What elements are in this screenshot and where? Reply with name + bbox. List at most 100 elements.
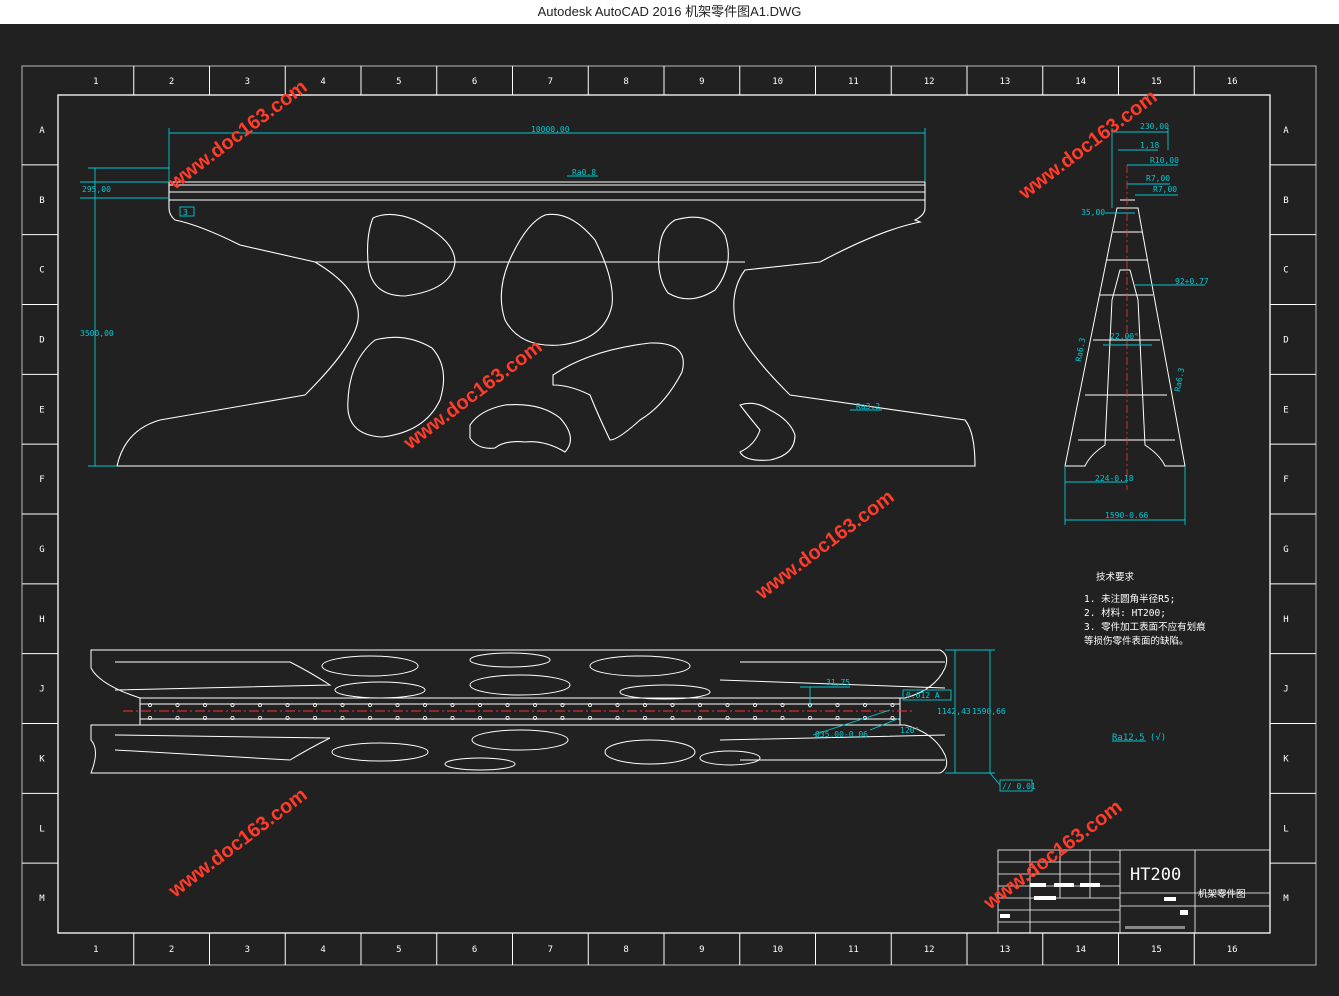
bolt-hole — [753, 703, 758, 708]
tech-line-4: 等损伤零件表面的缺陷。 — [1084, 635, 1189, 647]
column-label: 11 — [848, 77, 859, 87]
side-view-dim-text: 230,00 1,18 R10,00 R7,00 R7,00 35,00 92+… — [1074, 122, 1209, 520]
front-view-dim-text: 10000,00 3500,00 295,00 Ra0.8 Ra3.2 3 — [80, 125, 880, 411]
bolt-hole — [560, 703, 565, 708]
bolt-hole — [202, 716, 207, 721]
tech-heading: 技术要求 — [1096, 571, 1135, 583]
bolt-hole — [698, 703, 703, 708]
bolt-hole — [257, 703, 262, 708]
bolt-hole — [863, 703, 868, 708]
dim-224: 224-0.18 — [1095, 474, 1134, 483]
row-label: E — [1283, 405, 1288, 415]
row-label: A — [1283, 126, 1289, 136]
column-label: 2 — [169, 77, 174, 87]
bolt-hole — [615, 716, 620, 721]
row-label: B — [1283, 196, 1288, 206]
roughness-top: Ra0.8 — [572, 168, 596, 177]
flatness-tolerance: 0.012 A — [906, 691, 940, 700]
dim-hole-dia: Ø35,00-0.06 — [815, 729, 868, 739]
dim-35: 35,00 — [1081, 208, 1105, 217]
bolt-hole — [588, 703, 593, 708]
top-view-holes — [147, 703, 895, 721]
row-label: E — [39, 405, 44, 415]
grid-ticks — [22, 66, 1316, 965]
tech-line-1: 1. 未注圆角半径R5; — [1084, 593, 1175, 605]
column-label: 4 — [320, 77, 325, 87]
dim-1-18: 1,18 — [1140, 141, 1159, 150]
bolt-hole — [670, 703, 675, 708]
row-label: J — [1283, 685, 1288, 695]
bolt-hole — [147, 703, 152, 708]
row-label: M — [39, 894, 45, 904]
bolt-hole — [643, 703, 648, 708]
row-label: G — [39, 545, 44, 555]
dim-ra63-left: Ra6.3 — [1074, 337, 1087, 362]
column-label: 4 — [320, 945, 325, 955]
bolt-hole — [505, 703, 510, 708]
dim-r7b: R7,00 — [1153, 185, 1177, 194]
dim-r7a: R7,00 — [1146, 174, 1170, 183]
column-label: 9 — [699, 945, 704, 955]
row-label: K — [39, 754, 45, 764]
side-view-dimensions — [1064, 128, 1205, 525]
column-label: 16 — [1227, 945, 1238, 955]
row-label: F — [39, 475, 44, 485]
column-label: 3 — [245, 945, 250, 955]
bolt-hole — [202, 703, 207, 708]
bolt-hole — [312, 716, 317, 721]
bolt-hole — [367, 703, 372, 708]
dim-31-75: 31,75 — [826, 678, 850, 687]
dim-1590-side: 1590-0.66 — [1105, 511, 1149, 520]
column-label: 16 — [1227, 77, 1238, 87]
watermark-text: www.doc163.com — [399, 336, 546, 455]
row-label: M — [1283, 894, 1289, 904]
front-view-dimensions — [80, 128, 926, 467]
row-label: C — [1283, 266, 1288, 276]
row-label: H — [1283, 615, 1288, 625]
bolt-hole — [147, 716, 152, 721]
front-view — [116, 181, 976, 467]
dim-angle-120: 120° — [900, 726, 919, 735]
column-label: 10 — [772, 945, 783, 955]
column-label: 12 — [924, 77, 935, 87]
bolt-hole — [422, 703, 427, 708]
side-view — [1064, 199, 1186, 467]
bolt-hole — [780, 703, 785, 708]
dim-angle-22: 22,00° — [1110, 332, 1139, 341]
bolt-hole — [285, 716, 290, 721]
row-label: G — [1283, 545, 1288, 555]
title-block-fills — [1000, 883, 1188, 929]
column-label: 6 — [472, 77, 477, 87]
column-label: 12 — [924, 945, 935, 955]
row-label: B — [39, 196, 44, 206]
bolt-hole — [312, 703, 317, 708]
row-label: F — [1283, 475, 1288, 485]
bolt-hole — [698, 716, 703, 721]
dim-width-top: 230,00 — [1140, 122, 1169, 131]
bolt-hole — [175, 716, 180, 721]
bolt-hole — [340, 716, 345, 721]
bolt-hole — [505, 716, 510, 721]
bolt-hole — [230, 703, 235, 708]
row-label: H — [39, 615, 44, 625]
row-label: A — [39, 126, 45, 136]
bolt-hole — [340, 703, 345, 708]
column-label: 9 — [699, 77, 704, 87]
roughness-right: Ra3.2 — [856, 402, 880, 411]
bolt-hole — [395, 716, 400, 721]
dim-height: 3500,00 — [80, 329, 114, 338]
bolt-hole — [477, 716, 482, 721]
watermark-text: www.doc163.com — [164, 784, 311, 903]
row-label: K — [1283, 754, 1289, 764]
dim-92: 92+0.77 — [1175, 277, 1209, 286]
bolt-hole — [367, 716, 372, 721]
bolt-hole — [835, 703, 840, 708]
parallel-tolerance: // 0.01 — [1002, 782, 1036, 791]
watermark-text: www.doc163.com — [751, 486, 898, 605]
bolt-hole — [780, 716, 785, 721]
